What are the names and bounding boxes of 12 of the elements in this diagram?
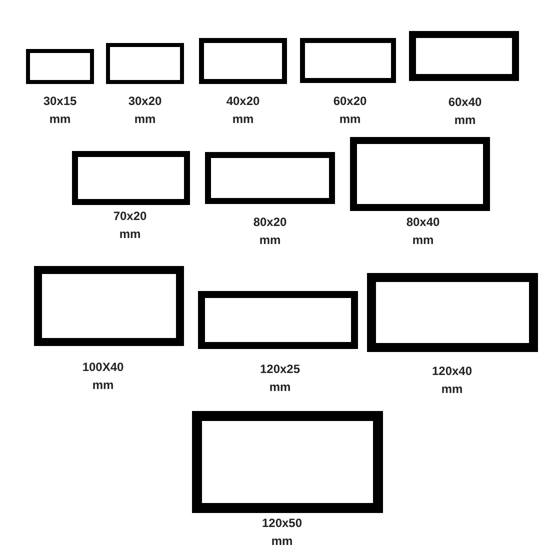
size-label: 120x40 mm [430,363,474,398]
size-label: 100X40 mm [81,359,125,394]
size-label: 30x15 mm [42,93,78,128]
size-label: 30x20 mm [127,93,163,128]
size-label: 40x20 mm [225,93,261,128]
size-label: 80x40 mm [405,214,441,249]
size-label: 120x25 mm [258,361,302,396]
size-label: 60x40 mm [447,94,483,129]
size-label: 80x20 mm [252,214,288,249]
size-label: 70x20 mm [112,208,148,243]
size-label: 60x20 mm [332,93,368,128]
size-label: 120x50 mm [260,515,304,550]
